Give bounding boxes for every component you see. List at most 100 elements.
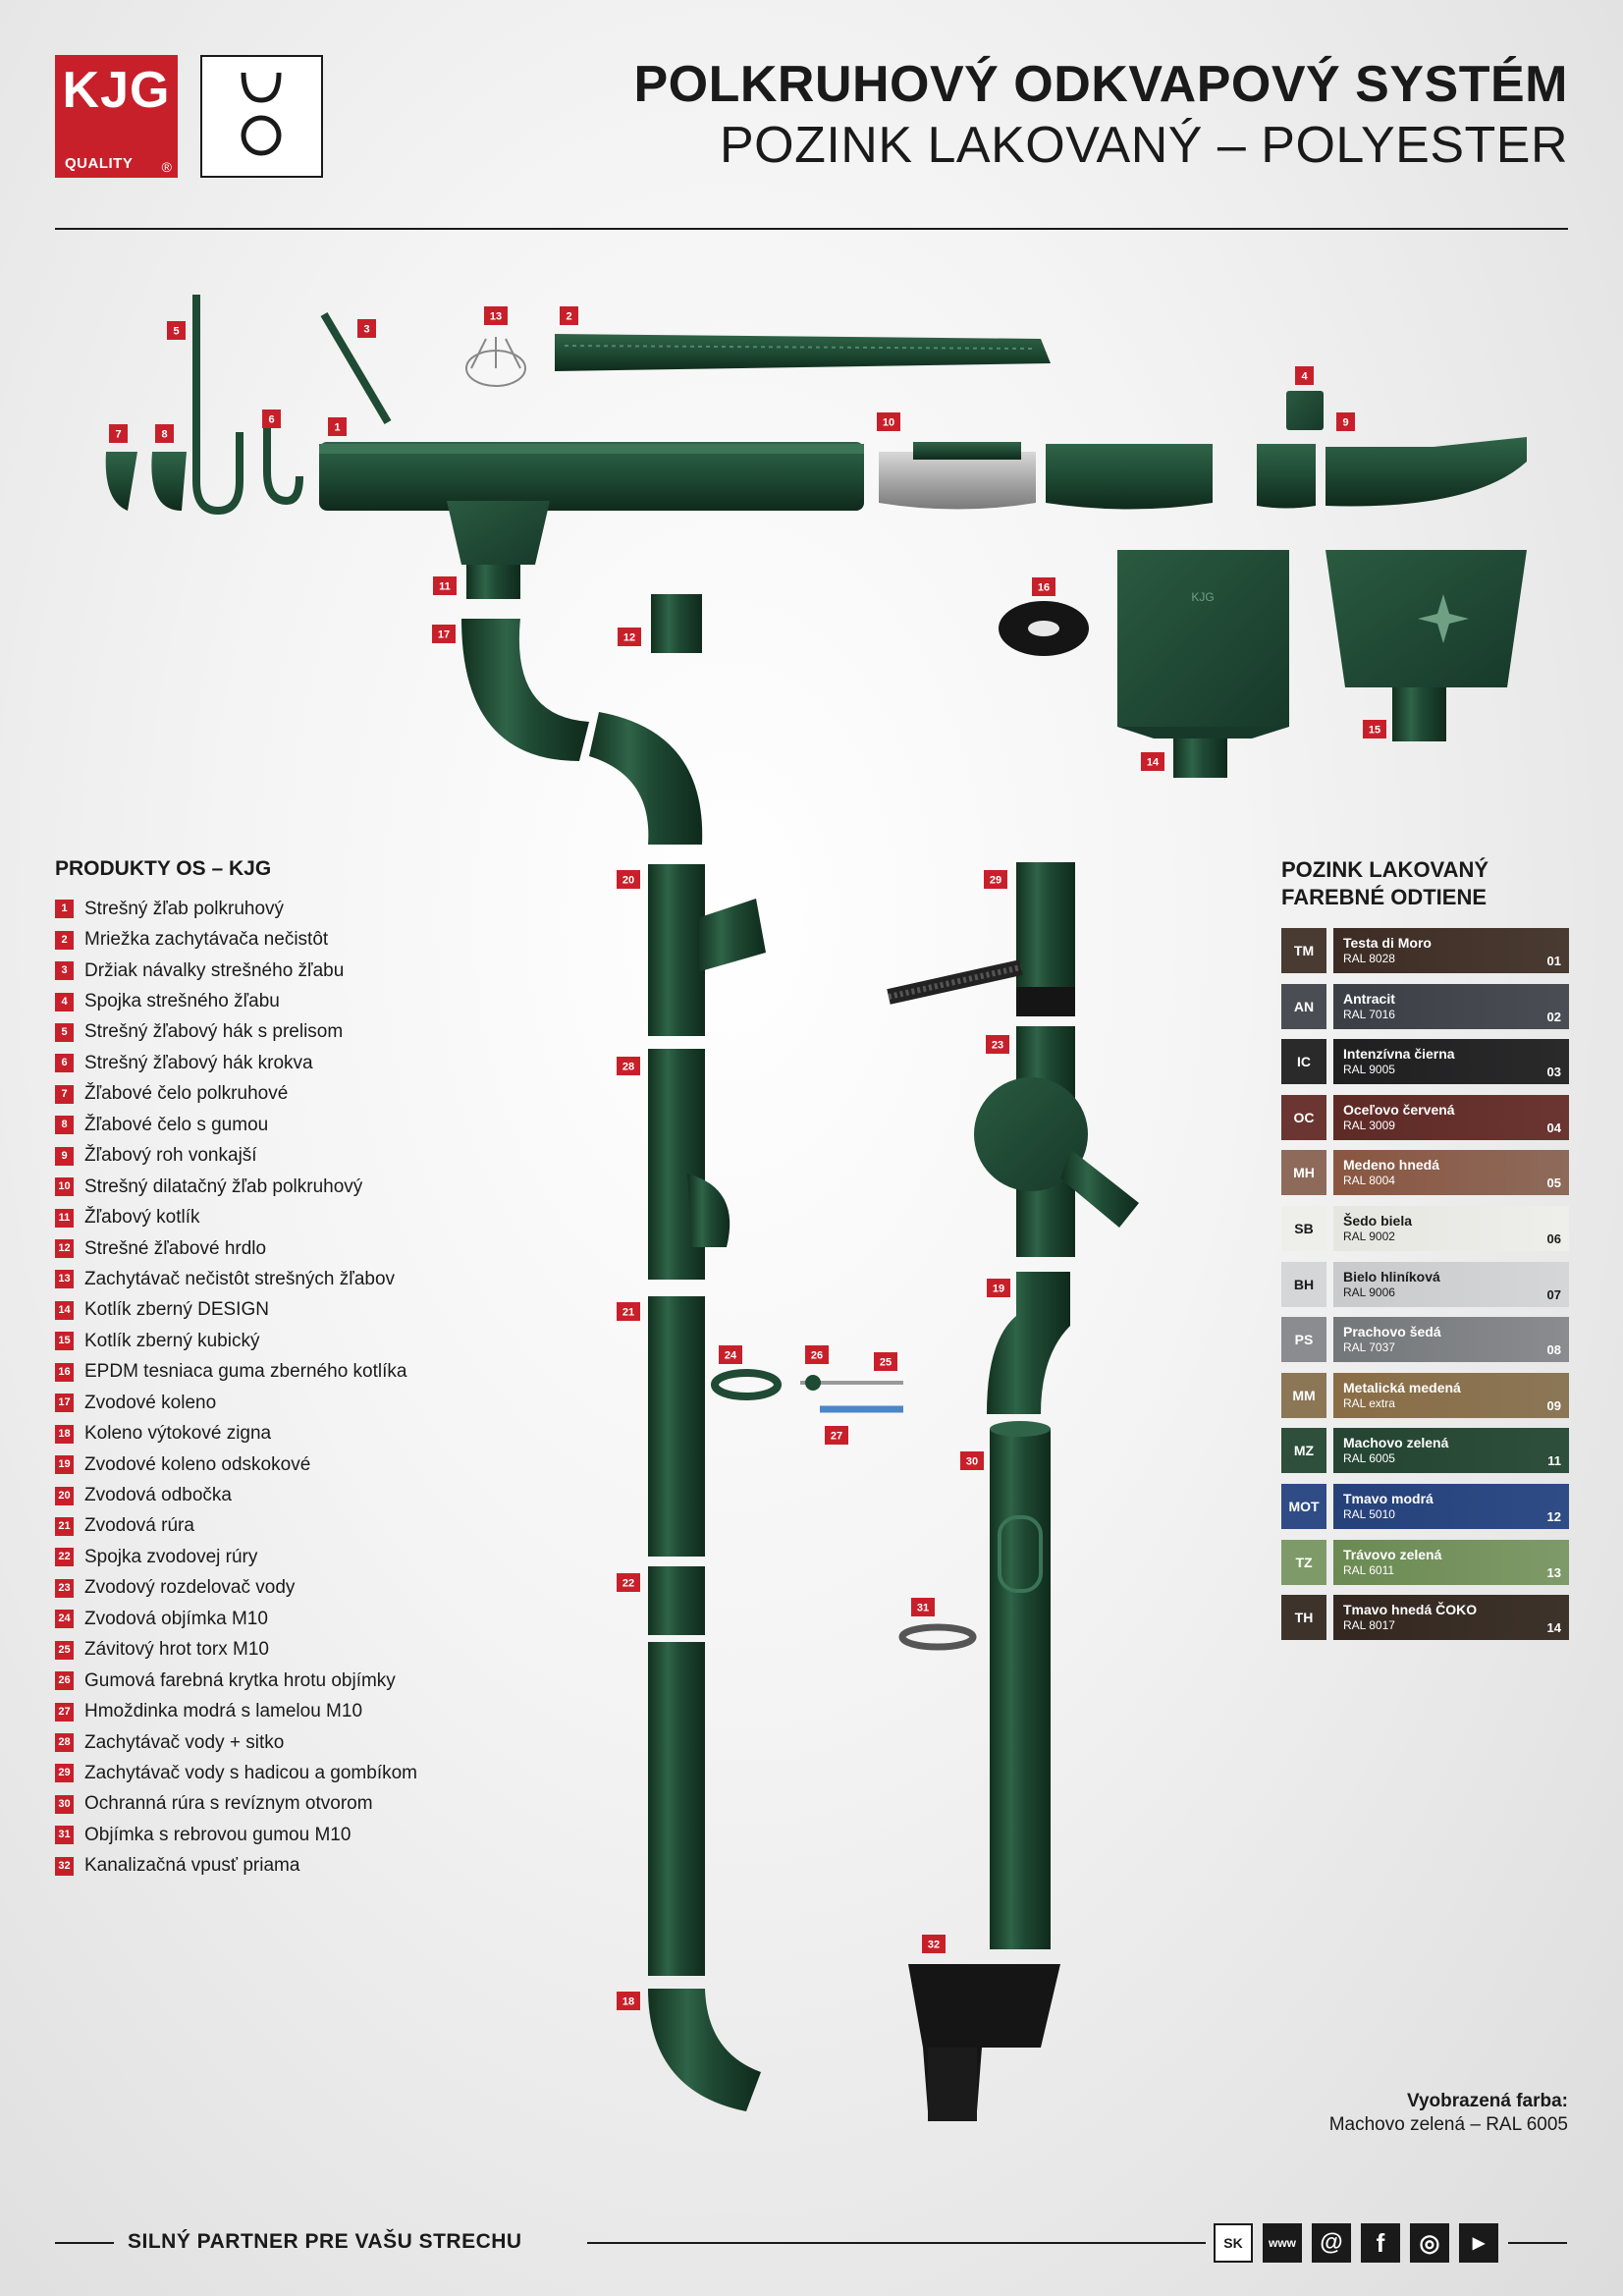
product-number-badge: 13 [55,1270,74,1289]
label-tag-31: 31 [911,1598,935,1616]
label-tag-16: 16 [1032,577,1055,596]
color-code: MZ [1281,1428,1326,1474]
downpipe-tube-left [648,1296,705,1557]
svg-text:24: 24 [725,1350,737,1362]
label-tag-5: 5 [167,321,186,340]
svg-text:31: 31 [917,1603,929,1614]
downpipe-coupler [648,1566,705,1635]
color-name: Medeno hnedá [1343,1157,1440,1174]
footer-rule-left [55,2242,114,2244]
svg-text:29: 29 [990,875,1001,887]
product-label: Zachytávač vody s hadicou a gombíkom [84,1762,418,1783]
product-label: Objímka s rebrovou gumou M10 [84,1824,352,1845]
product-number-badge: 11 [55,1208,74,1228]
product-number-badge: 30 [55,1794,74,1814]
label-tag-26: 26 [805,1345,829,1364]
epdm-gasket [999,601,1089,656]
color-number: 11 [1547,1453,1561,1469]
product-label: EPDM tesniaca guma zberného kotlíka [84,1361,407,1383]
label-tag-29: 29 [984,870,1007,889]
color-number: 03 [1546,1065,1561,1080]
email-icon[interactable]: @ [1312,2223,1351,2263]
instagram-icon[interactable]: ◎ [1410,2223,1449,2263]
logo-text: KJG [62,62,171,119]
sk-icon[interactable]: SK [1214,2223,1253,2263]
product-label: Strešný žľabový hák s prelisom [84,1021,344,1043]
page-subtitle: POZINK LAKOVANÝ – POLYESTER [719,117,1568,174]
color-number: 14 [1546,1620,1561,1636]
product-label: Závitový hrot torx M10 [84,1639,269,1661]
svg-text:15: 15 [1369,725,1380,737]
svg-text:8: 8 [161,429,167,441]
color-name: Metalická medená [1343,1379,1461,1395]
svg-text:7: 7 [115,429,121,441]
color-number: 09 [1546,1397,1561,1413]
product-number-badge: 19 [55,1455,74,1475]
product-label: Zvodová objímka M10 [84,1608,268,1629]
color-ral: RAL 6011 [1343,1562,1395,1577]
color-ral: RAL extra [1343,1395,1395,1410]
label-tag-3: 3 [357,319,376,338]
svg-text:20: 20 [622,875,634,887]
label-tag-2: 2 [560,306,578,325]
label-tag-14: 14 [1141,752,1164,771]
products-title: PRODUKTY OS – KJG [55,857,272,880]
color-number: 06 [1546,1231,1561,1246]
svg-text:16: 16 [1038,582,1050,594]
color-code: MM [1281,1372,1326,1418]
color-name: Trávovo zelená [1343,1546,1442,1562]
product-label: Zvodové koleno odskokové [84,1453,311,1475]
downpipe-outlet-elbow [648,1989,761,2111]
color-ral: RAL 9002 [1343,1230,1395,1243]
label-tag-8: 8 [155,424,174,443]
water-splitter [974,1026,1139,1257]
label-tag-28: 28 [617,1057,640,1075]
facebook-icon[interactable]: f [1361,2223,1400,2263]
product-number-badge: 1 [55,900,74,919]
color-ral: RAL 9005 [1343,1063,1395,1077]
color-name: Antracit [1343,990,1395,1007]
downpipe-branch [648,864,766,1036]
color-name: Machovo zelená [1343,1435,1449,1451]
svg-text:18: 18 [622,1996,634,2008]
product-label: Strešný dilatačný žľab polkruhový [84,1175,363,1197]
color-name: Šedo biela [1343,1213,1413,1229]
product-number-badge: 20 [55,1486,74,1505]
label-tag-32: 32 [922,1935,946,1953]
product-number-badge: 7 [55,1084,74,1104]
www-icon[interactable]: www [1263,2223,1302,2263]
label-tag-20: 20 [617,870,640,889]
product-label: Držiak návalky strešného žľabu [84,959,345,981]
product-number-badge: 6 [55,1054,74,1073]
product-label: Ochranná rúra s revíznym otvorom [84,1793,373,1815]
product-number-badge: 28 [55,1733,74,1753]
youtube-icon[interactable]: ▶ [1459,2223,1498,2263]
color-ral: RAL 8028 [1343,952,1395,965]
product-label: Zvodový rozdelovač vody [84,1577,296,1599]
svg-text:6: 6 [268,414,274,426]
product-number-badge: 4 [55,992,74,1011]
label-tag-7: 7 [109,424,128,443]
pipe-clamp-parts [711,1369,903,1413]
product-label: Kotlík zberný kubický [84,1330,260,1351]
product-number-badge: 12 [55,1239,74,1259]
product-label: Žľabové čelo polkruhové [84,1083,289,1105]
color-code: SB [1281,1206,1326,1251]
